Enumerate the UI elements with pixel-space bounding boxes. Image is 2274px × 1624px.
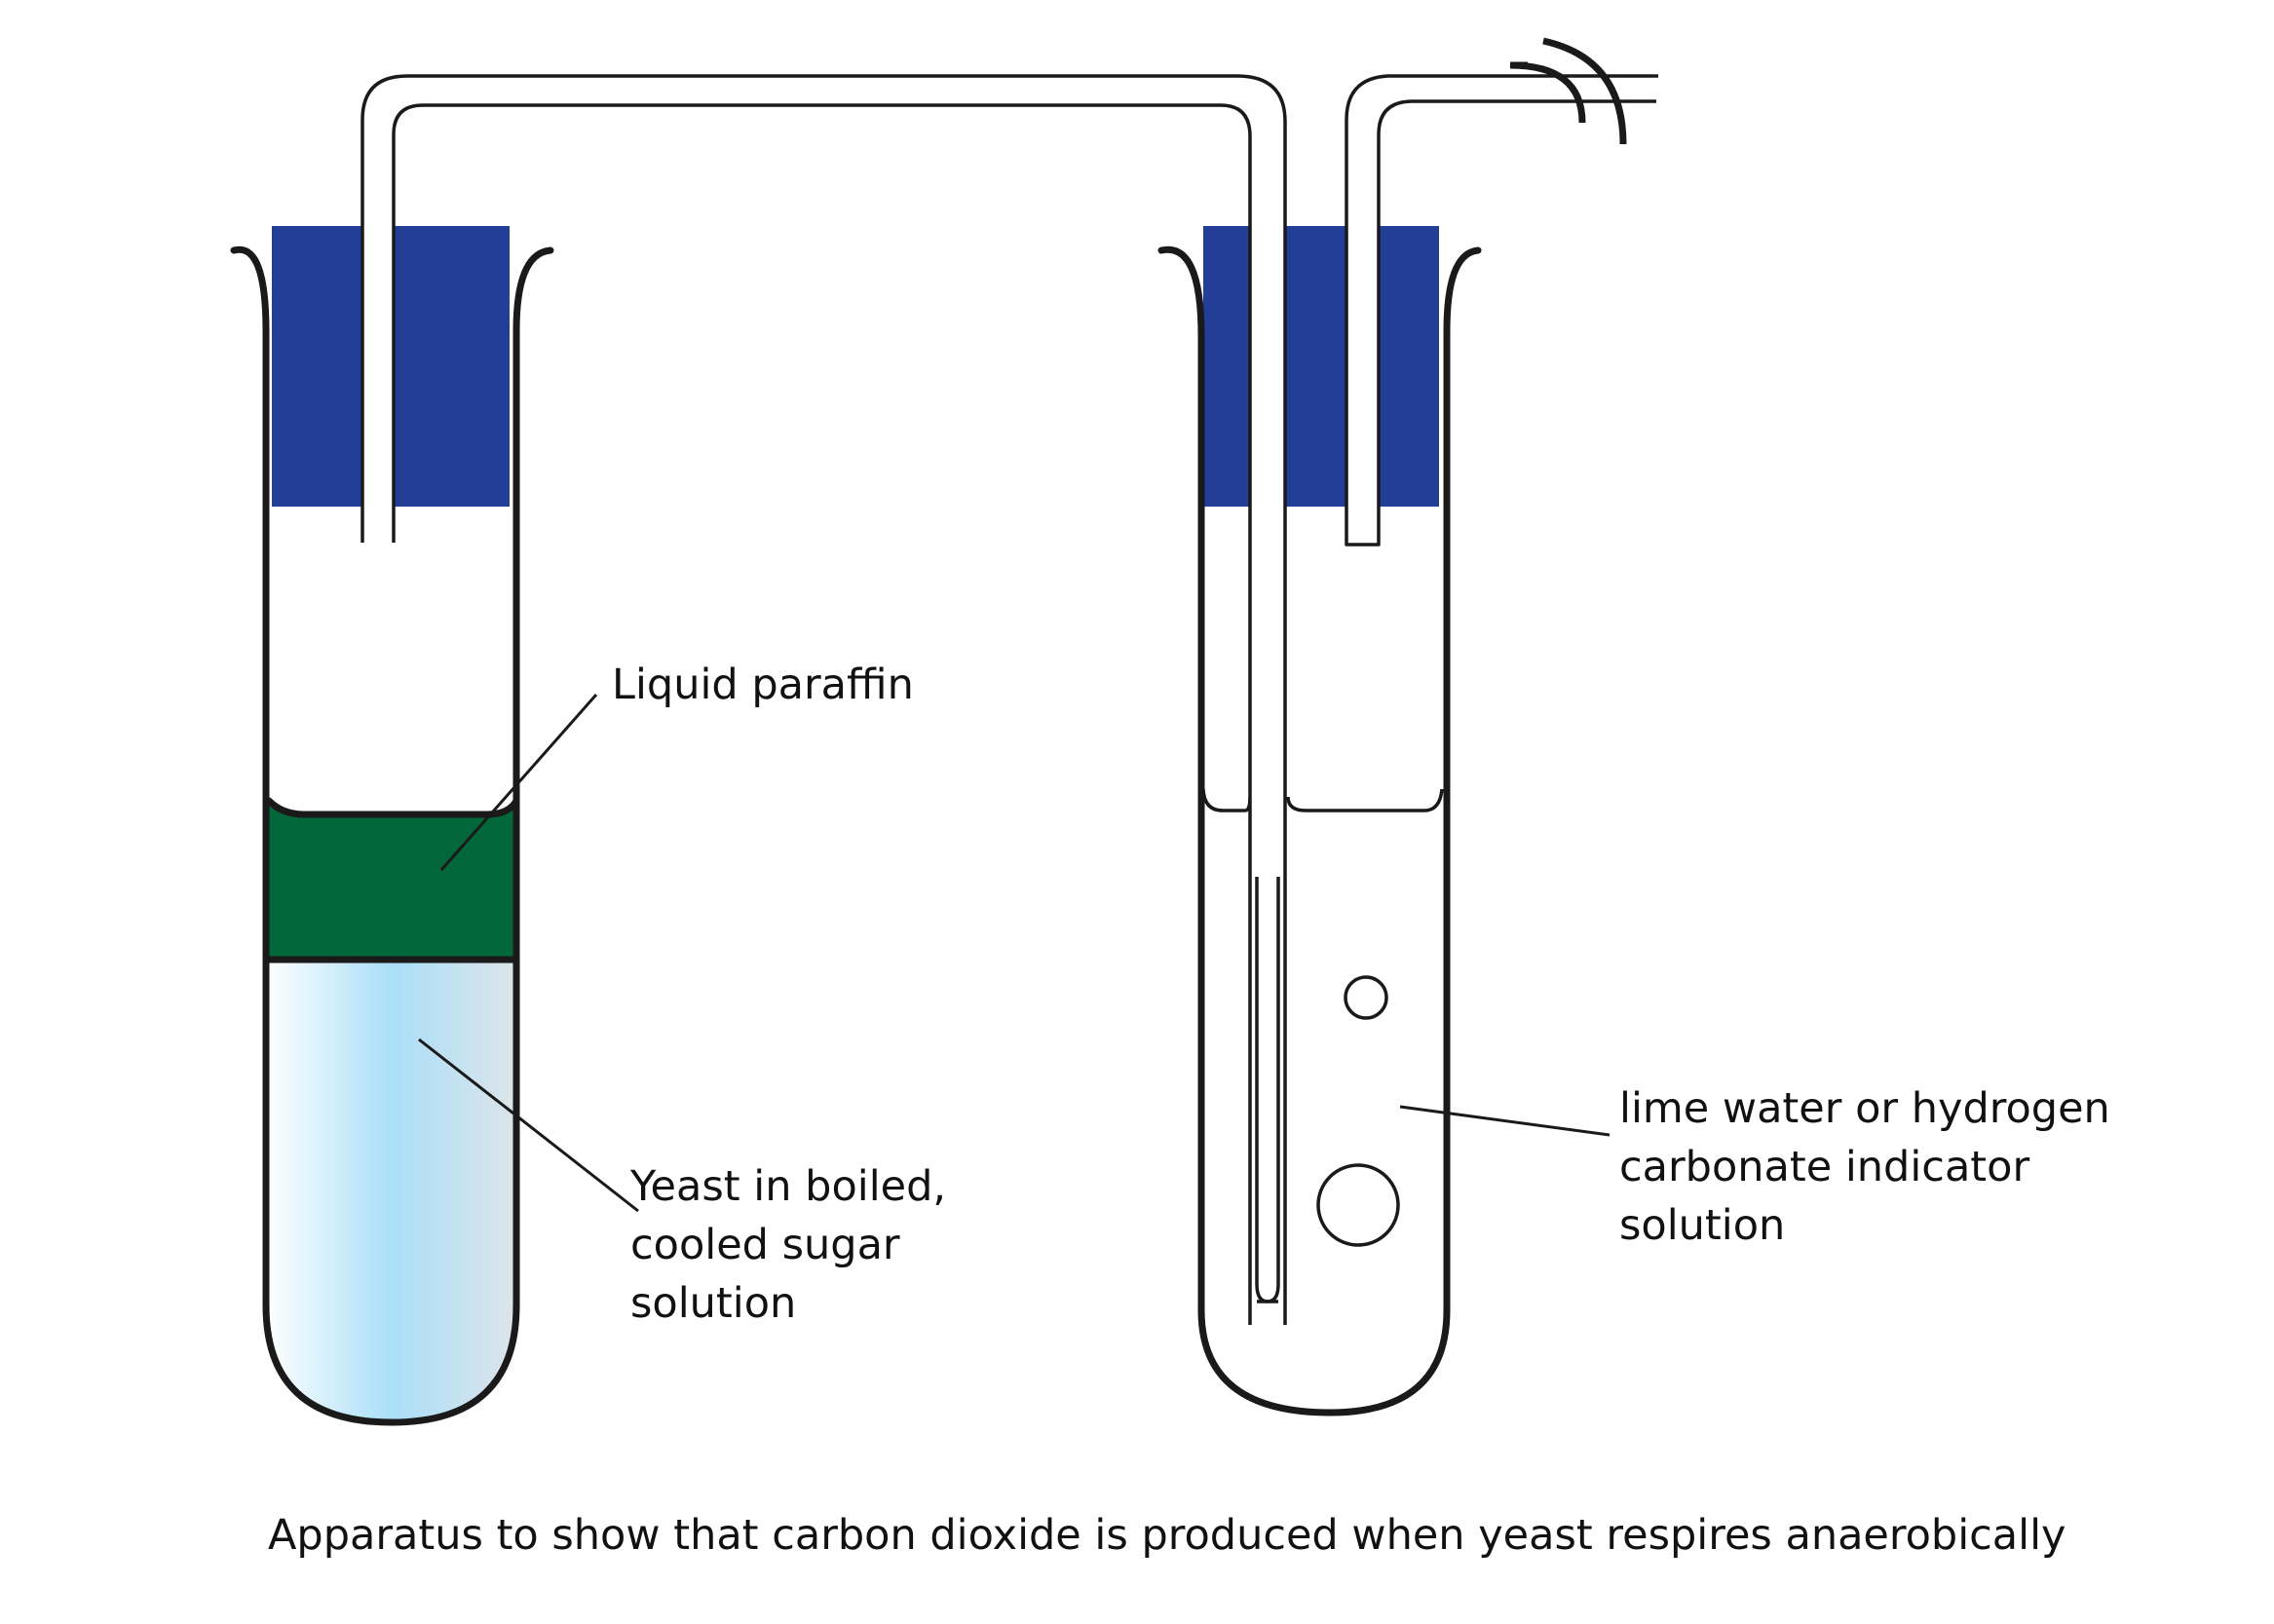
paraffin-layer: [266, 801, 516, 960]
corner-arc: [1509, 61, 1586, 124]
yeast-solution: [266, 960, 516, 1422]
indicator-label-line-3: solution: [1619, 1201, 1785, 1250]
yeast-leader: [418, 1038, 639, 1213]
yeast-label-line-1: Yeast in boiled,: [629, 1162, 946, 1211]
small-bubble: [1344, 975, 1388, 1020]
left-tube-wall: [230, 245, 554, 1426]
large-bubble: [1316, 1163, 1400, 1247]
right-stopper: [1203, 226, 1439, 507]
corner-arc-outer: [1542, 37, 1627, 145]
diagram-caption: Apparatus to show that carbon dioxide is…: [268, 1511, 2066, 1560]
indicator-label-line-1: lime water or hydrogen: [1619, 1084, 2110, 1133]
paraffin-leader: [439, 694, 598, 871]
indicator-label-line-2: carbonate indicator: [1619, 1143, 2029, 1191]
yeast-tube: [230, 226, 554, 1426]
yeast-label-line-2: cooled sugar: [630, 1221, 900, 1269]
yeast-label-line-3: solution: [630, 1279, 796, 1328]
paraffin-label: Liquid paraffin: [612, 661, 914, 709]
right-tube-wall: [1157, 245, 1482, 1416]
delivery-tube: [360, 74, 1658, 226]
indicator-tube: [1157, 226, 1482, 1416]
indicator-leader: [1399, 1105, 1611, 1137]
